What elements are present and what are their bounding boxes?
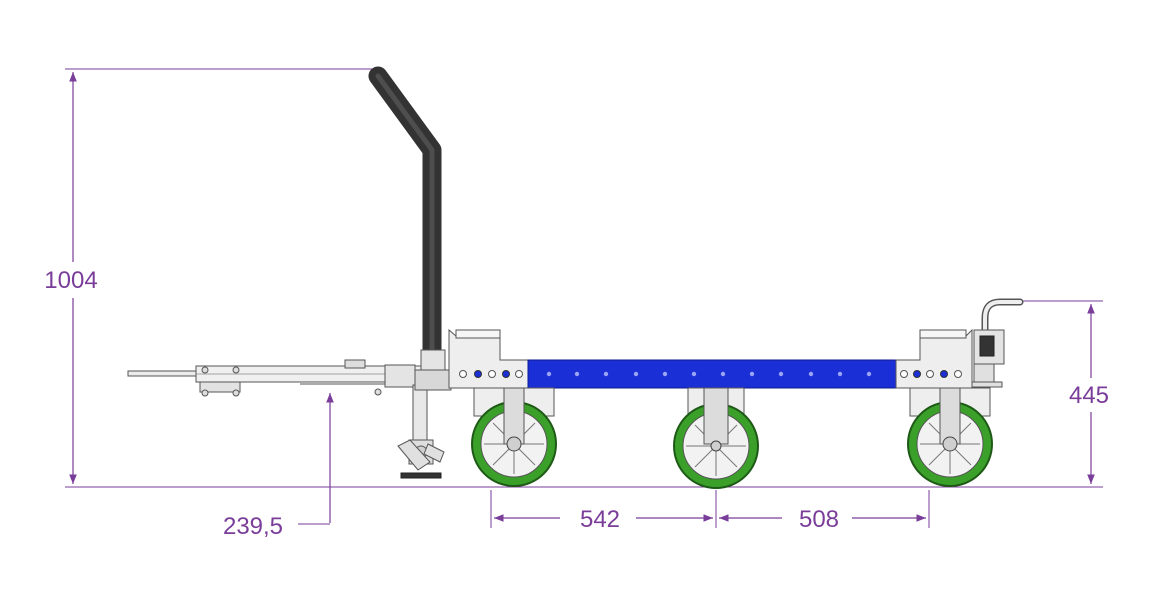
dimension-total-height: 1004 bbox=[44, 68, 375, 484]
dimension-coupling-height: 445 bbox=[1020, 300, 1109, 484]
dimension-drawbar-height: 239,5 bbox=[223, 393, 334, 540]
dimension-label-total-height: 1004 bbox=[44, 267, 97, 294]
push-handle bbox=[368, 66, 452, 391]
dimension-label-wheelbase-front: 542 bbox=[580, 506, 620, 533]
dimension-wheelbase: 542 508 bbox=[490, 490, 930, 533]
wheel-front bbox=[471, 387, 557, 487]
tow-bar bbox=[127, 359, 437, 397]
frame-beam bbox=[527, 359, 897, 389]
dimension-label-coupling-height: 445 bbox=[1069, 382, 1109, 409]
parking-stand bbox=[397, 384, 445, 479]
dimension-label-wheelbase-rear: 508 bbox=[799, 506, 839, 533]
cart-frame bbox=[448, 328, 973, 389]
dimension-label-drawbar-height: 239,5 bbox=[223, 513, 283, 540]
wheel-middle bbox=[673, 387, 759, 489]
rear-coupling bbox=[971, 298, 1024, 388]
wheel-rear bbox=[907, 387, 993, 487]
